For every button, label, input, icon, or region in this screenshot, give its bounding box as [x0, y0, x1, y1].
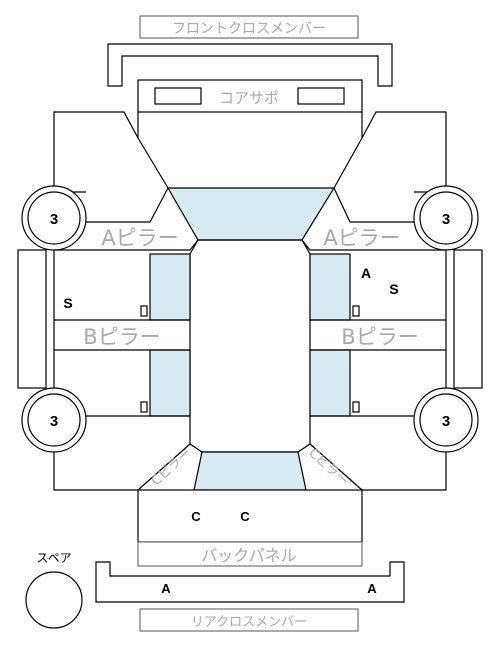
b-pillar-right: Bピラー: [341, 325, 418, 349]
left-rear-door-mark: [140, 401, 148, 413]
rear-cross-member-label: リアクロスメンバー: [191, 615, 307, 630]
trunk: [137, 489, 363, 543]
wheel-front-left: 3: [21, 185, 87, 251]
wheel-front-right-label: 3: [442, 211, 450, 228]
a-pillar-left-label: Aピラー: [101, 226, 178, 250]
rear-cross-member: リアクロスメンバー: [139, 608, 359, 632]
core-support-right-slot: [297, 87, 345, 105]
c-pillar-left-label: Cピラー: [149, 446, 195, 489]
right-rear-side-glass: [309, 349, 351, 417]
right-front-side-glass: [309, 253, 351, 321]
b-pillar-left: Bピラー: [83, 325, 160, 349]
body-outline: [53, 111, 447, 491]
rear-marker-a-left: A: [161, 581, 171, 596]
wheel-rear-left-label: 3: [50, 413, 58, 430]
spare-tire: スペア: [25, 551, 83, 629]
core-support: コアサポ: [137, 79, 363, 113]
wheel-rear-left: 3: [21, 387, 87, 453]
right-front-door-mark: [352, 305, 360, 317]
c-pillar-right-label: Cピラー: [305, 446, 351, 489]
wheel-rear-right-label: 3: [442, 413, 450, 430]
front-cross-member-label: フロントクロスメンバー: [172, 21, 326, 37]
spare-label: スペア: [36, 551, 71, 565]
right-front-door-marker-a: A: [361, 265, 371, 281]
left-front-door-mark: [140, 305, 148, 317]
front-cross-member: フロントクロスメンバー: [139, 15, 359, 39]
wheel-front-left-label: 3: [50, 211, 58, 228]
spare-circle: [25, 571, 83, 629]
b-pillar-right-label: Bピラー: [341, 325, 418, 349]
right-front-door-marker-s: S: [389, 281, 398, 297]
a-pillar-right-label: Aピラー: [323, 226, 400, 250]
c-pillar-right: Cピラー: [305, 446, 351, 489]
trunk-marker-c1: C: [191, 509, 201, 524]
core-support-left-slot: [154, 87, 202, 105]
right-sill-panel: [453, 249, 483, 389]
core-support-label: コアサポ: [219, 89, 279, 107]
c-pillar-left: Cピラー: [149, 446, 195, 489]
trunk-marker-c2: C: [240, 509, 250, 524]
windshield: [166, 187, 336, 241]
left-front-door-marker-s: S: [63, 295, 72, 311]
left-sill-panel: [17, 249, 47, 389]
cabin-opening: [189, 239, 311, 453]
right-rear-door-mark: [352, 401, 360, 413]
wheel-rear-right: 3: [413, 387, 479, 453]
a-pillar-right: Aピラー: [323, 226, 400, 250]
left-rear-side-glass: [149, 349, 191, 417]
left-front-side-glass: [149, 253, 191, 321]
b-pillar-left-label: Bピラー: [83, 325, 160, 349]
rear-window: [193, 451, 307, 491]
back-panel: バックパネル: [137, 541, 363, 567]
rear-bracket: [95, 561, 405, 603]
back-panel-label: バックパネル: [201, 546, 296, 565]
a-pillar-left: Aピラー: [101, 226, 178, 250]
rear-marker-a-right: A: [367, 581, 377, 596]
front-bracket: [107, 43, 393, 87]
wheel-front-right: 3: [413, 185, 479, 251]
